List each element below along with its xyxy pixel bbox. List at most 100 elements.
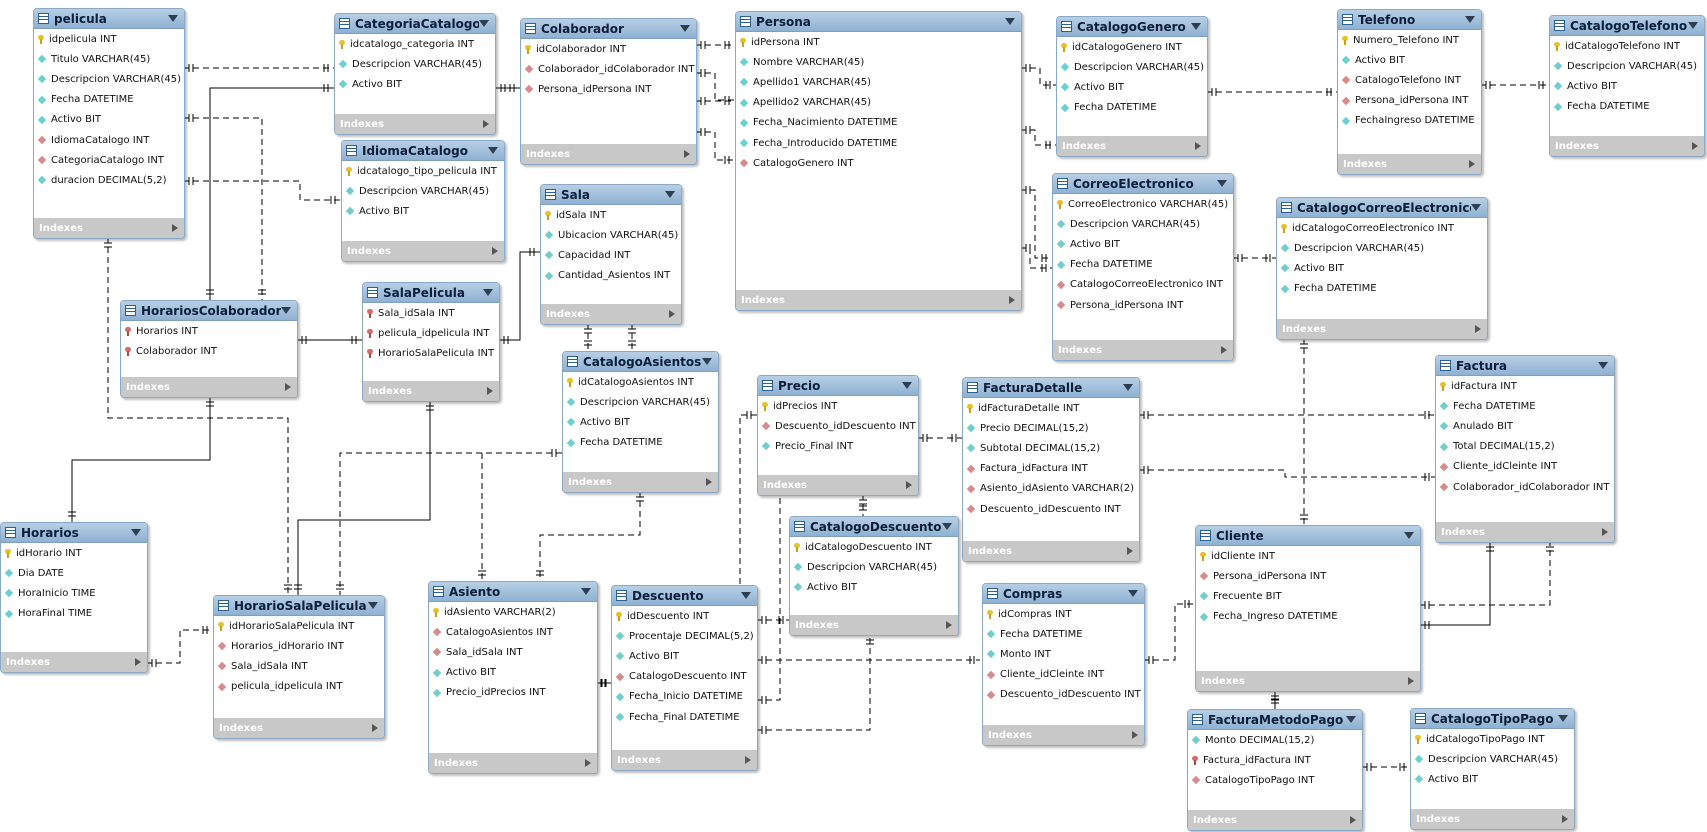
- column-row[interactable]: Nombre VARCHAR(45): [736, 52, 1021, 72]
- column-row[interactable]: Activo BIT: [335, 74, 495, 94]
- indexes-section[interactable]: Indexes: [563, 472, 718, 492]
- column-row[interactable]: Descripcion VARCHAR(45): [342, 181, 504, 201]
- column-row[interactable]: Persona_idPersona INT: [1338, 91, 1481, 111]
- indexes-section[interactable]: Indexes: [736, 290, 1021, 310]
- column-row[interactable]: idCatalogoCorreoElectronico INT: [1277, 218, 1487, 238]
- column-row[interactable]: Fecha DATETIME: [983, 624, 1144, 644]
- expand-arrow-icon[interactable]: [1602, 528, 1608, 536]
- collapse-caret-icon[interactable]: [1465, 16, 1475, 23]
- column-row[interactable]: Factura_idFactura INT: [963, 459, 1139, 479]
- column-row[interactable]: Subtotal DECIMAL(15,2): [963, 438, 1139, 458]
- indexes-section[interactable]: Indexes: [1057, 136, 1207, 156]
- table-header[interactable]: Cliente: [1196, 526, 1420, 546]
- column-row[interactable]: Activo BIT: [612, 646, 757, 666]
- column-row[interactable]: idColaborador INT: [521, 39, 696, 59]
- column-row[interactable]: idCatalogoTipoPago INT: [1411, 729, 1574, 749]
- column-row[interactable]: Monto INT: [983, 644, 1144, 664]
- table-header[interactable]: Telefono: [1338, 10, 1481, 30]
- expand-arrow-icon[interactable]: [1132, 731, 1138, 739]
- column-row[interactable]: Capacidad INT: [541, 245, 681, 265]
- collapse-caret-icon[interactable]: [702, 358, 712, 365]
- table-header[interactable]: Persona: [736, 12, 1021, 32]
- column-row[interactable]: Descripcion VARCHAR(45): [34, 69, 184, 89]
- expand-arrow-icon[interactable]: [487, 387, 493, 395]
- indexes-section[interactable]: Indexes: [214, 718, 384, 738]
- expand-arrow-icon[interactable]: [1195, 142, 1201, 150]
- table-header[interactable]: Sala: [541, 185, 681, 205]
- column-row[interactable]: Factura_idFactura INT: [1188, 750, 1362, 770]
- column-row[interactable]: Total DECIMAL(15,2): [1436, 437, 1614, 457]
- collapse-caret-icon[interactable]: [281, 307, 291, 314]
- collapse-caret-icon[interactable]: [479, 20, 489, 27]
- column-row[interactable]: Fecha DATETIME: [1550, 97, 1704, 117]
- column-row[interactable]: Persona_idPersona INT: [521, 79, 696, 99]
- column-row[interactable]: Precio DECIMAL(15,2): [963, 418, 1139, 438]
- column-row[interactable]: CorreoElectronico VARCHAR(45): [1053, 194, 1233, 214]
- column-row[interactable]: Colaborador_idColaborador INT: [1436, 477, 1614, 497]
- column-row[interactable]: idHorario INT: [1, 543, 147, 563]
- column-row[interactable]: Descuento_idDescuento INT: [758, 416, 918, 436]
- column-row[interactable]: Colaborador_idColaborador INT: [521, 59, 696, 79]
- column-row[interactable]: CatalogoTelefono INT: [1338, 70, 1481, 90]
- table-header[interactable]: pelicula: [34, 9, 184, 29]
- collapse-caret-icon[interactable]: [1346, 716, 1356, 723]
- column-row[interactable]: Activo BIT: [34, 110, 184, 130]
- column-row[interactable]: Descripcion VARCHAR(45): [790, 557, 958, 577]
- column-row[interactable]: HorarioSalaPelicula INT: [363, 343, 499, 363]
- column-row[interactable]: Activo BIT: [1057, 77, 1207, 97]
- table-header[interactable]: CatalogoDescuento: [790, 517, 958, 537]
- column-row[interactable]: Activo BIT: [790, 577, 958, 597]
- collapse-caret-icon[interactable]: [942, 523, 952, 530]
- table-header[interactable]: Precio: [758, 376, 918, 396]
- column-row[interactable]: Ubicacion VARCHAR(45): [541, 225, 681, 245]
- column-row[interactable]: Fecha_Nacimiento DATETIME: [736, 113, 1021, 133]
- expand-arrow-icon[interactable]: [1469, 160, 1475, 168]
- column-row[interactable]: idCompras INT: [983, 604, 1144, 624]
- collapse-caret-icon[interactable]: [488, 147, 498, 154]
- indexes-section[interactable]: Indexes: [963, 541, 1139, 561]
- column-row[interactable]: Precio_idPrecios INT: [429, 683, 597, 703]
- table-header[interactable]: FacturaMetodoPago: [1188, 710, 1362, 730]
- column-row[interactable]: Fecha DATETIME: [1436, 396, 1614, 416]
- collapse-caret-icon[interactable]: [1005, 18, 1015, 25]
- collapse-caret-icon[interactable]: [1123, 384, 1133, 391]
- column-row[interactable]: Procentaje DECIMAL(5,2): [612, 626, 757, 646]
- column-row[interactable]: Descripcion VARCHAR(45): [1411, 749, 1574, 769]
- collapse-caret-icon[interactable]: [581, 588, 591, 595]
- expand-arrow-icon[interactable]: [906, 481, 912, 489]
- collapse-caret-icon[interactable]: [1128, 590, 1138, 597]
- column-row[interactable]: duracion DECIMAL(5,2): [34, 170, 184, 190]
- column-row[interactable]: Dia DATE: [1, 563, 147, 583]
- column-row[interactable]: idSala INT: [541, 205, 681, 225]
- column-row[interactable]: idCatalogoGenero INT: [1057, 37, 1207, 57]
- column-row[interactable]: idCliente INT: [1196, 546, 1420, 566]
- table-header[interactable]: SalaPelicula: [363, 283, 499, 303]
- column-row[interactable]: Activo BIT: [1411, 769, 1574, 789]
- collapse-caret-icon[interactable]: [902, 382, 912, 389]
- collapse-caret-icon[interactable]: [1404, 532, 1414, 539]
- column-row[interactable]: Fecha DATETIME: [1277, 279, 1487, 299]
- column-row[interactable]: Titulo VARCHAR(45): [34, 49, 184, 69]
- indexes-section[interactable]: Indexes: [1277, 319, 1487, 339]
- collapse-caret-icon[interactable]: [680, 25, 690, 32]
- table-header[interactable]: HorariosColaborador: [121, 301, 297, 321]
- expand-arrow-icon[interactable]: [372, 724, 378, 732]
- column-row[interactable]: idcatalogo_categoria INT: [335, 34, 495, 54]
- column-row[interactable]: Descripcion VARCHAR(45): [1277, 238, 1487, 258]
- indexes-section[interactable]: Indexes: [983, 725, 1144, 745]
- column-row[interactable]: Activo BIT: [1277, 258, 1487, 278]
- table-header[interactable]: Asiento: [429, 582, 597, 602]
- expand-arrow-icon[interactable]: [1221, 346, 1227, 354]
- column-row[interactable]: Fecha DATETIME: [1053, 255, 1233, 275]
